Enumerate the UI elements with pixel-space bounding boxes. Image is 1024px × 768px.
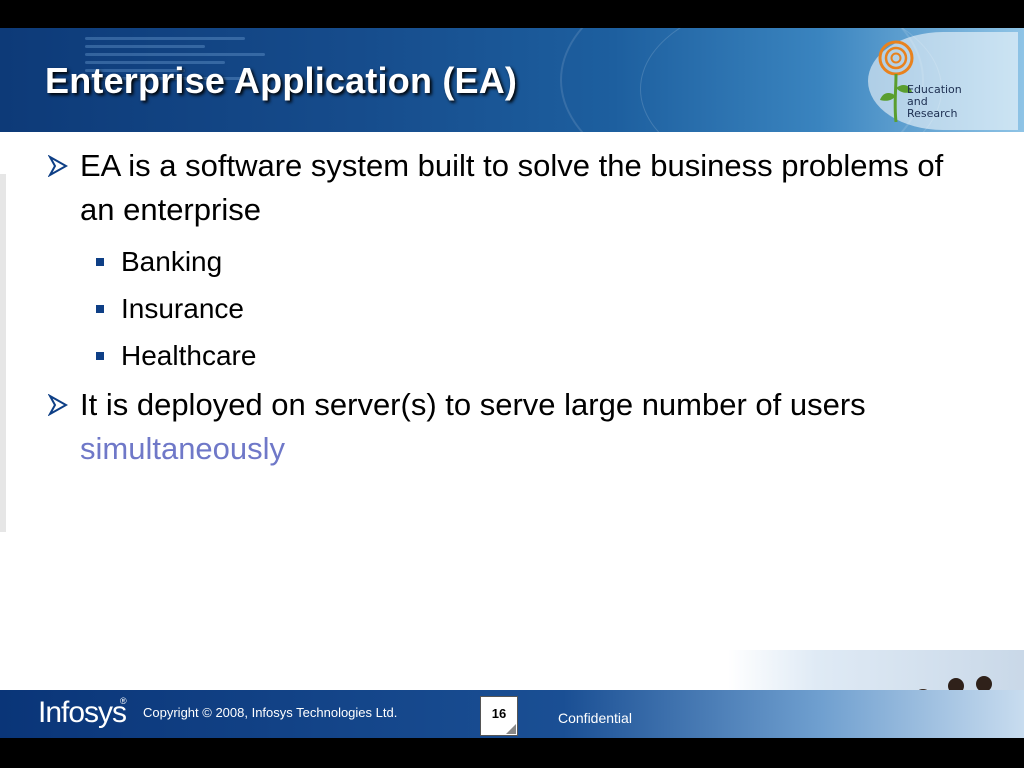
sub-bullet-text: Banking xyxy=(121,246,223,277)
flower-icon xyxy=(878,40,914,123)
registered-mark: ® xyxy=(120,696,127,706)
bullet-text: EA is a software system built to solve t… xyxy=(80,148,944,227)
logo-text-line: and xyxy=(907,95,928,108)
page-number: 16 xyxy=(491,706,507,721)
infosys-logo: Infosys xyxy=(38,696,127,729)
bullet-accent-text: simultaneously xyxy=(80,431,286,466)
sub-bullet-item: Banking xyxy=(48,238,948,285)
code-texture xyxy=(85,32,275,112)
page-number-box: 16 xyxy=(480,696,518,736)
slide-body: EA is a software system built to solve t… xyxy=(48,144,948,471)
sub-bullet-list: Banking Insurance Healthcare xyxy=(48,238,948,379)
sub-bullet-text: Insurance xyxy=(121,293,244,324)
sub-bullet-item: Insurance xyxy=(48,285,948,332)
bullet-text: It is deployed on server(s) to serve lar… xyxy=(80,387,866,422)
square-bullet-icon xyxy=(96,352,104,360)
confidential-label: Confidential xyxy=(558,710,632,726)
arrow-bullet-icon xyxy=(48,155,68,177)
sub-bullet-text: Healthcare xyxy=(121,340,257,371)
slide-header: Enterprise Application (EA) Education an… xyxy=(0,28,1024,132)
slide: Enterprise Application (EA) Education an… xyxy=(0,28,1024,738)
left-decorative-rule xyxy=(0,174,6,532)
logo-text-line: Education xyxy=(907,83,962,96)
square-bullet-icon xyxy=(96,305,104,313)
bullet-item: It is deployed on server(s) to serve lar… xyxy=(48,383,948,471)
bullet-item: EA is a software system built to solve t… xyxy=(48,144,948,232)
education-research-logo: Education and Research xyxy=(868,32,1018,130)
copyright-text: Copyright © 2008, Infosys Technologies L… xyxy=(143,705,398,720)
slide-title: Enterprise Application (EA) xyxy=(45,60,518,101)
arrow-bullet-icon xyxy=(48,394,68,416)
square-bullet-icon xyxy=(96,258,104,266)
slide-footer: Infosys ® Copyright © 2008, Infosys Tech… xyxy=(0,690,1024,738)
logo-text-line: Research xyxy=(907,107,958,120)
page-fold-icon xyxy=(506,724,516,734)
sub-bullet-item: Healthcare xyxy=(48,332,948,379)
